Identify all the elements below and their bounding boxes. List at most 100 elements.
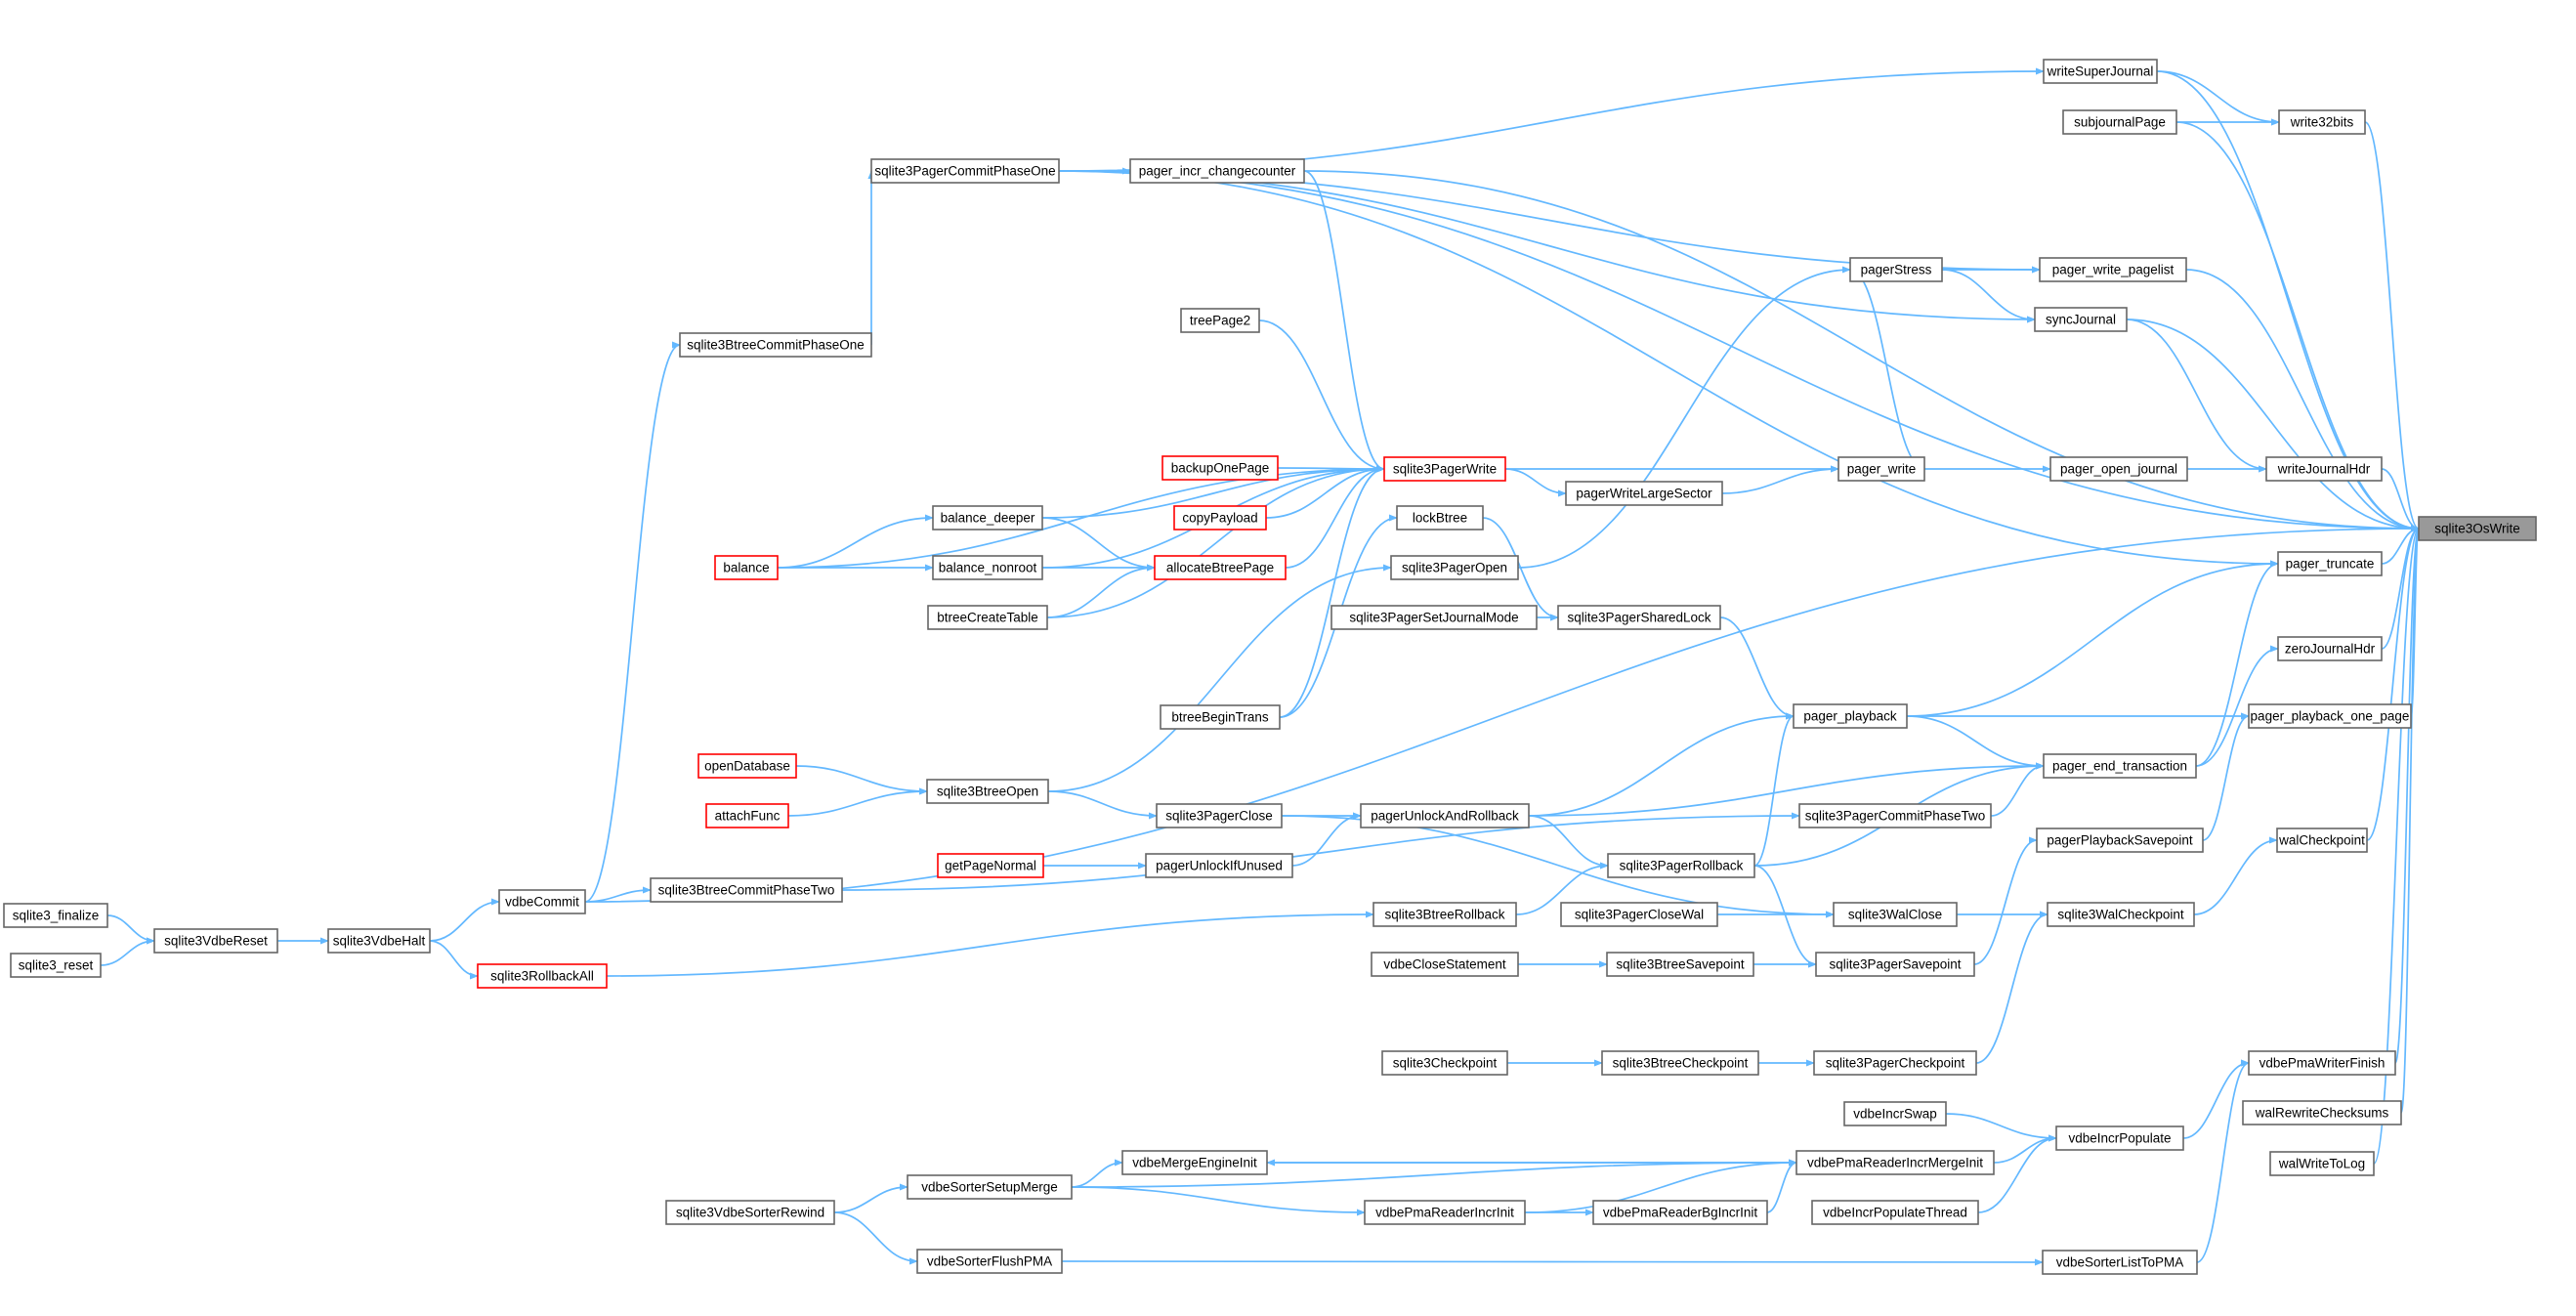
node-sqlite3PagerSetJournalMode[interactable]: sqlite3PagerSetJournalMode — [1330, 605, 1538, 630]
node-balance_nonroot[interactable]: balance_nonroot — [932, 555, 1043, 580]
node-label: sqlite3BtreeCommitPhaseOne — [687, 338, 865, 353]
node-walRewriteChecksums[interactable]: walRewriteChecksums — [2242, 1100, 2402, 1125]
node-pagerUnlockIfUnused[interactable]: pagerUnlockIfUnused — [1145, 853, 1293, 878]
node-box — [1607, 853, 1755, 878]
node-box — [1793, 703, 1908, 729]
node-vdbeIncrPopulate[interactable]: vdbeIncrPopulate — [2055, 1125, 2184, 1151]
node-box — [153, 928, 278, 954]
node-box — [327, 928, 431, 954]
node-vdbePmaReaderIncrMergeInit[interactable]: vdbePmaReaderIncrMergeInit — [1795, 1150, 1995, 1175]
node-sqlite3PagerCommitPhaseTwo[interactable]: sqlite3PagerCommitPhaseTwo — [1798, 803, 1992, 828]
node-sqlite3BtreeOpen[interactable]: sqlite3BtreeOpen — [926, 779, 1049, 804]
node-sqlite3OsWrite[interactable]: sqlite3OsWrite — [2418, 516, 2537, 541]
node-label: pagerPlaybackSavepoint — [2047, 833, 2193, 848]
node-lockBtree[interactable]: lockBtree — [1396, 505, 1484, 531]
node-box — [2276, 828, 2368, 853]
node-allocateBtreePage[interactable]: allocateBtreePage — [1154, 555, 1287, 580]
node-pagerPlaybackSavepoint[interactable]: pagerPlaybackSavepoint — [2036, 828, 2204, 853]
node-pager_end_transaction[interactable]: pager_end_transaction — [2043, 753, 2197, 779]
node-sqlite3VdbeSorterRewind[interactable]: sqlite3VdbeSorterRewind — [665, 1200, 835, 1225]
node-pager_write[interactable]: pager_write — [1837, 456, 1925, 482]
node-write32bits[interactable]: write32bits — [2278, 109, 2366, 135]
node-sqlite3VdbeReset[interactable]: sqlite3VdbeReset — [153, 928, 278, 954]
node-sqlite3BtreeSavepoint[interactable]: sqlite3BtreeSavepoint — [1606, 952, 1754, 977]
node-pager_incr_changecounter[interactable]: pager_incr_changecounter — [1129, 158, 1305, 184]
node-box — [679, 332, 872, 358]
node-backupOnePage[interactable]: backupOnePage — [1161, 455, 1279, 481]
node-writeSuperJournal[interactable]: writeSuperJournal — [2043, 59, 2158, 84]
node-box — [1815, 952, 1975, 977]
node-sqlite3PagerOpen[interactable]: sqlite3PagerOpen — [1390, 555, 1519, 580]
node-box — [2042, 1250, 2198, 1275]
node-label: getPageNormal — [945, 859, 1036, 873]
node-vdbeSorterSetupMerge[interactable]: vdbeSorterSetupMerge — [907, 1174, 1073, 1200]
node-sqlite3_finalize[interactable]: sqlite3_finalize — [3, 903, 108, 928]
node-sqlite3BtreeCommitPhaseTwo[interactable]: sqlite3BtreeCommitPhaseTwo — [650, 877, 843, 903]
node-label: zeroJournalHdr — [2285, 642, 2376, 657]
node-sqlite3WalCheckpoint[interactable]: sqlite3WalCheckpoint — [2047, 902, 2195, 927]
node-sqlite3PagerWrite[interactable]: sqlite3PagerWrite — [1383, 456, 1506, 482]
node-label: sqlite3BtreeOpen — [937, 785, 1038, 799]
node-vdbeCommit[interactable]: vdbeCommit — [498, 889, 586, 914]
node-getPageNormal[interactable]: getPageNormal — [937, 853, 1044, 878]
node-sqlite3PagerCheckpoint[interactable]: sqlite3PagerCheckpoint — [1813, 1050, 1977, 1076]
node-btreeBeginTrans[interactable]: btreeBeginTrans — [1160, 704, 1281, 730]
node-vdbeSorterFlushPMA[interactable]: vdbeSorterFlushPMA — [916, 1249, 1063, 1274]
node-zeroJournalHdr[interactable]: zeroJournalHdr — [2277, 636, 2383, 661]
node-sqlite3BtreeCommitPhaseOne[interactable]: sqlite3BtreeCommitPhaseOne — [679, 332, 872, 358]
node-sqlite3BtreeCheckpoint[interactable]: sqlite3BtreeCheckpoint — [1601, 1050, 1759, 1076]
node-copyPayload[interactable]: copyPayload — [1173, 505, 1267, 531]
edge-sqlite3PagerCommitPhaseOne-to-syncJournal — [1058, 170, 2036, 323]
edge-vdbePmaWriterFinish-to-sqlite3OsWrite — [2394, 525, 2420, 1064]
node-box — [1565, 481, 1723, 506]
node-box — [927, 605, 1048, 630]
node-pagerWriteLargeSector[interactable]: pagerWriteLargeSector — [1565, 481, 1723, 506]
node-balance[interactable]: balance — [714, 555, 779, 580]
node-vdbeSorterListToPMA[interactable]: vdbeSorterListToPMA — [2042, 1250, 2198, 1275]
node-vdbePmaReaderBgIncrInit[interactable]: vdbePmaReaderBgIncrInit — [1592, 1200, 1768, 1225]
node-sqlite3_reset[interactable]: sqlite3_reset — [10, 953, 102, 978]
node-pager_playback_one_page[interactable]: pager_playback_one_page — [2248, 703, 2412, 729]
node-sqlite3BtreeRollback[interactable]: sqlite3BtreeRollback — [1372, 902, 1517, 927]
node-attachFunc[interactable]: attachFunc — [705, 803, 789, 828]
node-treePage2[interactable]: treePage2 — [1180, 308, 1260, 333]
node-vdbeIncrPopulateThread[interactable]: vdbeIncrPopulateThread — [1811, 1200, 1979, 1225]
node-vdbePmaWriterFinish[interactable]: vdbePmaWriterFinish — [2248, 1050, 2396, 1076]
node-vdbeMergeEngineInit[interactable]: vdbeMergeEngineInit — [1121, 1150, 1268, 1175]
node-box — [665, 1200, 835, 1225]
node-writeJournalHdr[interactable]: writeJournalHdr — [2265, 456, 2383, 482]
node-vdbeIncrSwap[interactable]: vdbeIncrSwap — [1843, 1101, 1947, 1126]
node-label: vdbeSorterFlushPMA — [927, 1254, 1052, 1269]
node-btreeCreateTable[interactable]: btreeCreateTable — [927, 605, 1048, 630]
node-vdbeCloseStatement[interactable]: vdbeCloseStatement — [1371, 952, 1519, 977]
node-syncJournal[interactable]: syncJournal — [2034, 307, 2128, 332]
node-label: attachFunc — [715, 809, 781, 824]
node-label: vdbeCloseStatement — [1383, 957, 1506, 972]
node-sqlite3PagerSavepoint[interactable]: sqlite3PagerSavepoint — [1815, 952, 1975, 977]
node-pagerUnlockAndRollback[interactable]: pagerUnlockAndRollback — [1360, 803, 1530, 828]
node-sqlite3PagerRollback[interactable]: sqlite3PagerRollback — [1607, 853, 1755, 878]
node-openDatabase[interactable]: openDatabase — [697, 753, 797, 779]
node-pagerStress[interactable]: pagerStress — [1849, 257, 1943, 282]
node-sqlite3WalClose[interactable]: sqlite3WalClose — [1833, 902, 1958, 927]
node-sqlite3RollbackAll[interactable]: sqlite3RollbackAll — [477, 963, 608, 989]
node-pager_open_journal[interactable]: pager_open_journal — [2049, 456, 2188, 482]
node-vdbePmaReaderIncrInit[interactable]: vdbePmaReaderIncrInit — [1364, 1200, 1526, 1225]
node-sqlite3PagerSharedLock[interactable]: sqlite3PagerSharedLock — [1557, 605, 1721, 630]
node-sqlite3VdbeHalt[interactable]: sqlite3VdbeHalt — [327, 928, 431, 954]
node-walWriteToLog[interactable]: walWriteToLog — [2269, 1151, 2375, 1176]
node-pager_playback[interactable]: pager_playback — [1793, 703, 1908, 729]
node-sqlite3PagerCloseWal[interactable]: sqlite3PagerCloseWal — [1560, 902, 1718, 927]
node-pager_truncate[interactable]: pager_truncate — [2277, 551, 2383, 576]
node-sqlite3PagerCommitPhaseOne[interactable]: sqlite3PagerCommitPhaseOne — [870, 158, 1060, 184]
node-pager_write_pagelist[interactable]: pager_write_pagelist — [2039, 257, 2187, 282]
edge-sqlite3BtreeCommitPhaseTwo-to-sqlite3PagerCommitPhaseTwo — [841, 812, 1800, 891]
node-sqlite3Checkpoint[interactable]: sqlite3Checkpoint — [1381, 1050, 1508, 1076]
node-subjournalPage[interactable]: subjournalPage — [2062, 109, 2177, 135]
node-box — [1173, 505, 1267, 531]
edge-copyPayload-to-sqlite3PagerWrite — [1265, 465, 1385, 519]
node-walCheckpoint[interactable]: walCheckpoint — [2276, 828, 2368, 853]
node-sqlite3PagerClose[interactable]: sqlite3PagerClose — [1156, 803, 1283, 828]
edge-pager_write_pagelist-to-sqlite3OsWrite — [2185, 269, 2420, 532]
node-balance_deeper[interactable]: balance_deeper — [932, 505, 1043, 531]
